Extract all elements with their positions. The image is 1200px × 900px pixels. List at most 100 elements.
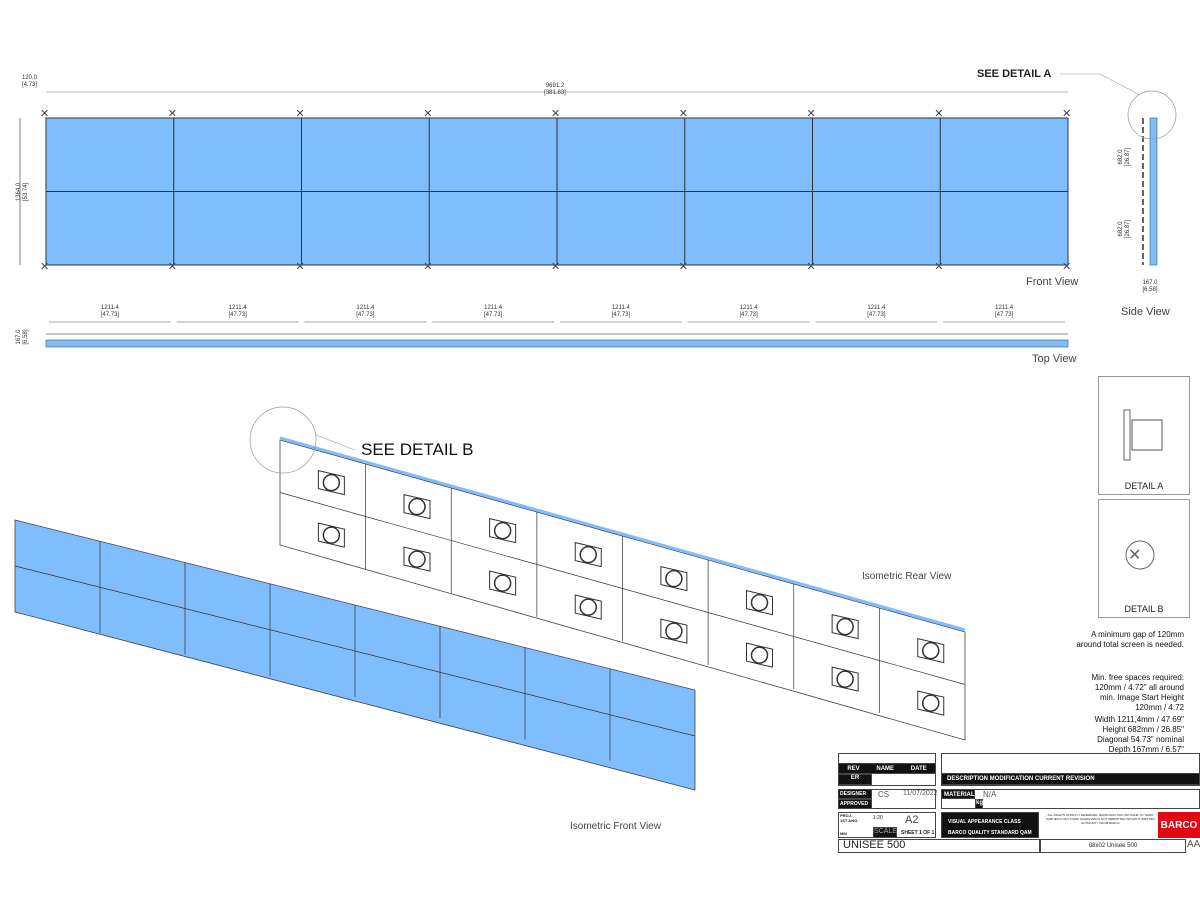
mm-label: MM bbox=[840, 831, 847, 836]
mount-bracket-icon: ✕ bbox=[679, 261, 688, 273]
mount-bracket-icon: ✕ bbox=[40, 108, 49, 120]
tile-module bbox=[317, 522, 345, 548]
tile-module bbox=[660, 618, 688, 644]
description-header: DESCRIPTION MODIFICATION CURRENT REVISIO… bbox=[941, 773, 1200, 785]
tile-module-hub bbox=[579, 598, 597, 616]
designer-label: DESIGNER bbox=[838, 789, 872, 799]
total-height-dim: 1364.0[53.74] bbox=[16, 182, 29, 202]
tile-module-hub bbox=[836, 670, 854, 688]
approved-label: APPROVED bbox=[838, 799, 872, 809]
side-view-panel bbox=[1149, 117, 1158, 266]
tile-width-dim: 1211.4[47.73] bbox=[356, 305, 375, 318]
tile-module bbox=[831, 614, 859, 640]
tile-module bbox=[917, 638, 945, 664]
mount-bracket-icon: ✕ bbox=[1062, 261, 1071, 273]
top-view-label: Top View bbox=[1032, 353, 1077, 365]
tile-module bbox=[317, 470, 345, 496]
tile-module-hub bbox=[750, 646, 769, 664]
rev-header: REV bbox=[847, 765, 860, 772]
tile-module bbox=[489, 518, 517, 544]
mount-bracket-icon: ✕ bbox=[1062, 108, 1071, 120]
sheet-label: SHEET 1 OF 1 bbox=[901, 830, 935, 836]
tile-seam bbox=[14, 565, 696, 737]
tile-width-dim: 1211.4[47.73] bbox=[228, 305, 247, 318]
barco-logo: BARCO bbox=[1158, 812, 1200, 838]
product-name: UNISEE 500 bbox=[843, 839, 906, 851]
designer-value: CS bbox=[878, 790, 890, 799]
panel-edge bbox=[279, 436, 966, 632]
tile-width-dim: 1211.4[47.73] bbox=[994, 305, 1014, 318]
tile-module-hub bbox=[408, 550, 426, 568]
wall-hatch bbox=[1123, 409, 1131, 461]
rights-notice: ALL RIGHTS STRICTLY RESERVED. REPRODUCTI… bbox=[1046, 813, 1155, 825]
designer-date: 11/07/2022 bbox=[903, 790, 938, 797]
mount-bracket-icon: ✕ bbox=[551, 108, 560, 120]
tile-module-hub bbox=[493, 521, 512, 540]
tile-width-dim: 1211.4[47.73] bbox=[100, 305, 120, 318]
see-detail-b: SEE DETAIL B bbox=[361, 440, 474, 459]
detail-b-connector-icon: ✕ bbox=[1128, 547, 1141, 564]
kg-label: kg bbox=[975, 799, 983, 809]
tile-module-hub bbox=[493, 574, 512, 592]
revision-value: AA bbox=[1187, 839, 1200, 850]
projection-label: PROJ. 1ST ANG. bbox=[840, 813, 859, 823]
tile-module-hub bbox=[665, 622, 683, 640]
depth-dim-top: 167.0[6.58] bbox=[16, 329, 29, 345]
leader-line bbox=[1060, 73, 1141, 96]
note-free-space: Min. free spaces required:120mm / 4.72" … bbox=[1091, 673, 1185, 712]
tile-module bbox=[746, 590, 773, 616]
er-label: ER bbox=[838, 774, 872, 785]
tile-module-hub bbox=[922, 694, 940, 712]
tile-module bbox=[403, 546, 431, 572]
tile-module-hub bbox=[579, 545, 597, 564]
side-view-label: Side View bbox=[1121, 306, 1170, 318]
tile-height-dim-1: 682.0[26.87] bbox=[1118, 147, 1131, 167]
top-view-panels bbox=[45, 339, 1069, 348]
iso-front-label: Isometric Front View bbox=[570, 821, 661, 832]
detail-a-label: DETAIL A bbox=[1124, 481, 1164, 491]
tile-width-dim: 1211.4[47.73] bbox=[611, 305, 631, 318]
detail-b-circle bbox=[249, 406, 317, 474]
detail-b-box: DETAIL B bbox=[1098, 499, 1190, 618]
iso-rear-label: Isometric Rear View bbox=[862, 571, 952, 582]
tile-module bbox=[746, 642, 773, 668]
total-width-dim: 9691.2[381.83] bbox=[544, 83, 566, 96]
detail-a-bracket bbox=[1131, 419, 1163, 451]
mount-bracket-icon: ✕ bbox=[551, 261, 560, 273]
tile-module bbox=[574, 594, 602, 620]
depth-dim-side: 167.0[6.58] bbox=[1142, 280, 1158, 293]
mount-bracket-icon: ✕ bbox=[423, 108, 432, 120]
tile-module bbox=[574, 542, 602, 568]
tile-module-hub bbox=[322, 473, 341, 492]
front-view-label: Front View bbox=[1026, 276, 1079, 288]
material-value: N/A bbox=[983, 790, 997, 799]
margin-dim: 120.0[4.73] bbox=[22, 75, 38, 88]
tile-module-hub bbox=[408, 497, 426, 516]
tile-module bbox=[831, 666, 859, 692]
tile-height-dim-2: 682.0[26.87] bbox=[1118, 219, 1131, 239]
tile-module-hub bbox=[665, 569, 683, 588]
mount-bracket-icon: ✕ bbox=[423, 261, 432, 273]
mount-bracket-icon: ✕ bbox=[807, 261, 816, 273]
see-detail-a: SEE DETAIL A bbox=[977, 68, 1052, 80]
tile-module-hub bbox=[922, 641, 940, 660]
tile-module-hub bbox=[750, 593, 769, 612]
tile-width-dim: 1211.4[47.73] bbox=[739, 305, 758, 318]
mount-bracket-icon: ✕ bbox=[168, 108, 177, 120]
tile-width-dim: 1211.4[47.73] bbox=[867, 305, 886, 318]
date-header: DATE bbox=[910, 765, 927, 772]
leader-line bbox=[315, 434, 356, 451]
tile-width-dim: 1211.4[47.73] bbox=[483, 305, 503, 318]
tile-module-hub bbox=[322, 526, 341, 544]
note-specs: Width 1211,4mm / 47.69"Height 682mm / 26… bbox=[1094, 715, 1184, 754]
scale-label: SCALE bbox=[873, 827, 897, 838]
mount-bracket-icon: ✕ bbox=[807, 108, 816, 120]
mount-bracket-icon: ✕ bbox=[296, 108, 305, 120]
detail-b-label: DETAIL B bbox=[1124, 604, 1164, 614]
tile-module bbox=[489, 570, 517, 596]
scale-value: 1:20 bbox=[873, 815, 883, 821]
material-label: MATERIAL bbox=[941, 789, 975, 799]
